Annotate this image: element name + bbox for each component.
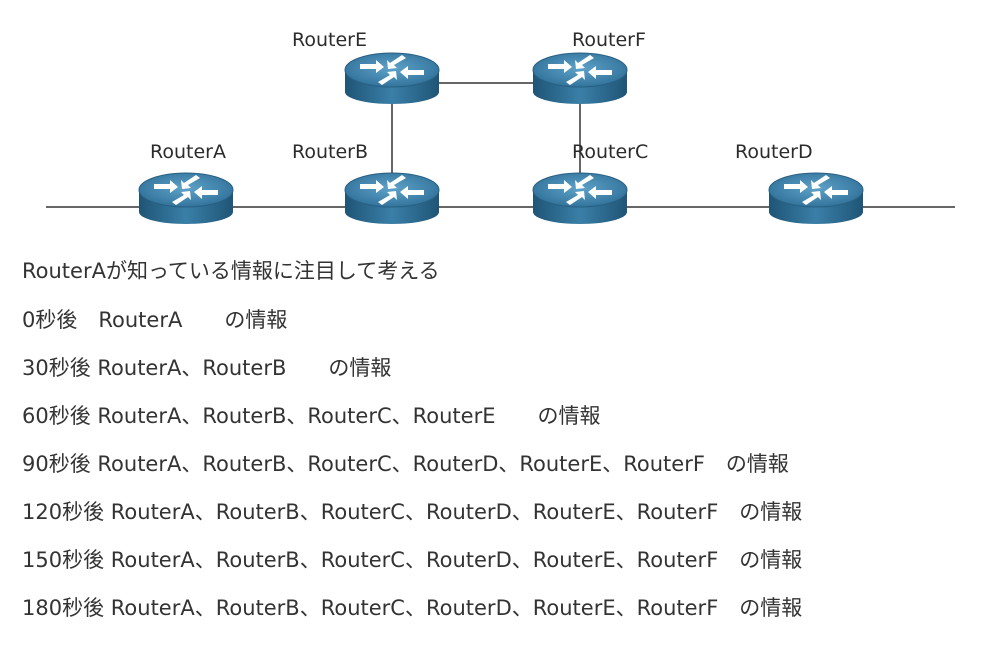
router-c-icon (532, 172, 628, 225)
line-180s: 180秒後 RouterA、RouterB、RouterC、RouterD、Ro… (22, 596, 803, 620)
router-e-icon (344, 52, 440, 105)
router-e-label: RouterE (292, 29, 367, 51)
router-f-icon (532, 52, 628, 105)
router-c-label: RouterC (572, 141, 648, 163)
line-0s: 0秒後 RouterA の情報 (22, 308, 288, 332)
router-d-label: RouterD (735, 141, 813, 163)
line-60s: 60秒後 RouterA、RouterB、RouterC、RouterE の情報 (22, 404, 601, 428)
router-f-label: RouterF (572, 29, 646, 51)
router-a-label: RouterA (150, 141, 226, 163)
router-b-label: RouterB (292, 141, 368, 163)
router-b-icon (344, 172, 440, 225)
line-90s: 90秒後 RouterA、RouterB、RouterC、RouterD、Rou… (22, 452, 789, 476)
line-150s: 150秒後 RouterA、RouterB、RouterC、RouterD、Ro… (22, 548, 803, 572)
network-links (46, 82, 955, 208)
router-d-icon (768, 172, 864, 225)
heading: RouterAが知っている情報に注目して考える (22, 259, 440, 283)
line-120s: 120秒後 RouterA、RouterB、RouterC、RouterD、Ro… (22, 500, 803, 524)
line-30s: 30秒後 RouterA、RouterB の情報 (22, 356, 392, 380)
router-a-icon (138, 172, 234, 225)
network-diagram: RouterE RouterF RouterA RouterB RouterC … (46, 29, 955, 225)
